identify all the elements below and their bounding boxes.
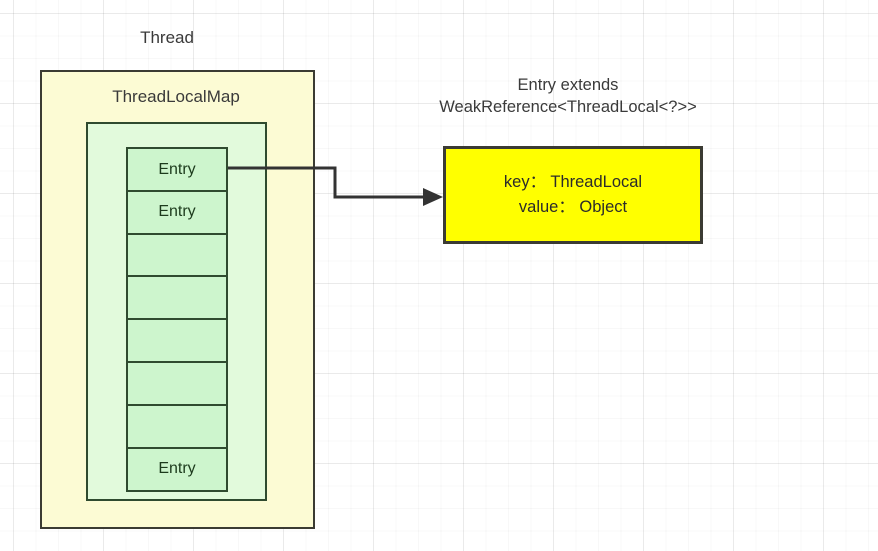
entry-table: Entry Entry Entry [126, 147, 228, 492]
entry-cell-7[interactable]: Entry [126, 446, 228, 492]
entry-class-line-2: WeakReference<ThreadLocal<?>> [439, 97, 697, 116]
entry-cell-1[interactable]: Entry [126, 189, 228, 236]
entry-cell-0[interactable]: Entry [126, 147, 228, 193]
entry-cell-label: Entry [158, 160, 196, 178]
entry-cell-label: Entry [158, 203, 196, 221]
threadlocalmap-label: ThreadLocalMap [112, 87, 240, 106]
entry-cell-label: Entry [158, 460, 196, 478]
thread-label: Thread [140, 28, 194, 47]
entry-cell-4[interactable] [126, 318, 228, 364]
entry-key-line: key： ThreadLocal [503, 173, 643, 192]
entry-value-line: value： Object [518, 198, 628, 216]
entry-detail-box: key： ThreadLocal value： Object [443, 146, 703, 244]
entry-class-line-1: Entry extends [517, 76, 619, 94]
entry-cell-2[interactable] [126, 232, 228, 278]
entry-cell-5[interactable] [126, 361, 228, 407]
entry-cell-3[interactable] [126, 275, 228, 321]
connector-arrowhead [423, 188, 443, 206]
entry-cell-6[interactable] [126, 403, 228, 450]
